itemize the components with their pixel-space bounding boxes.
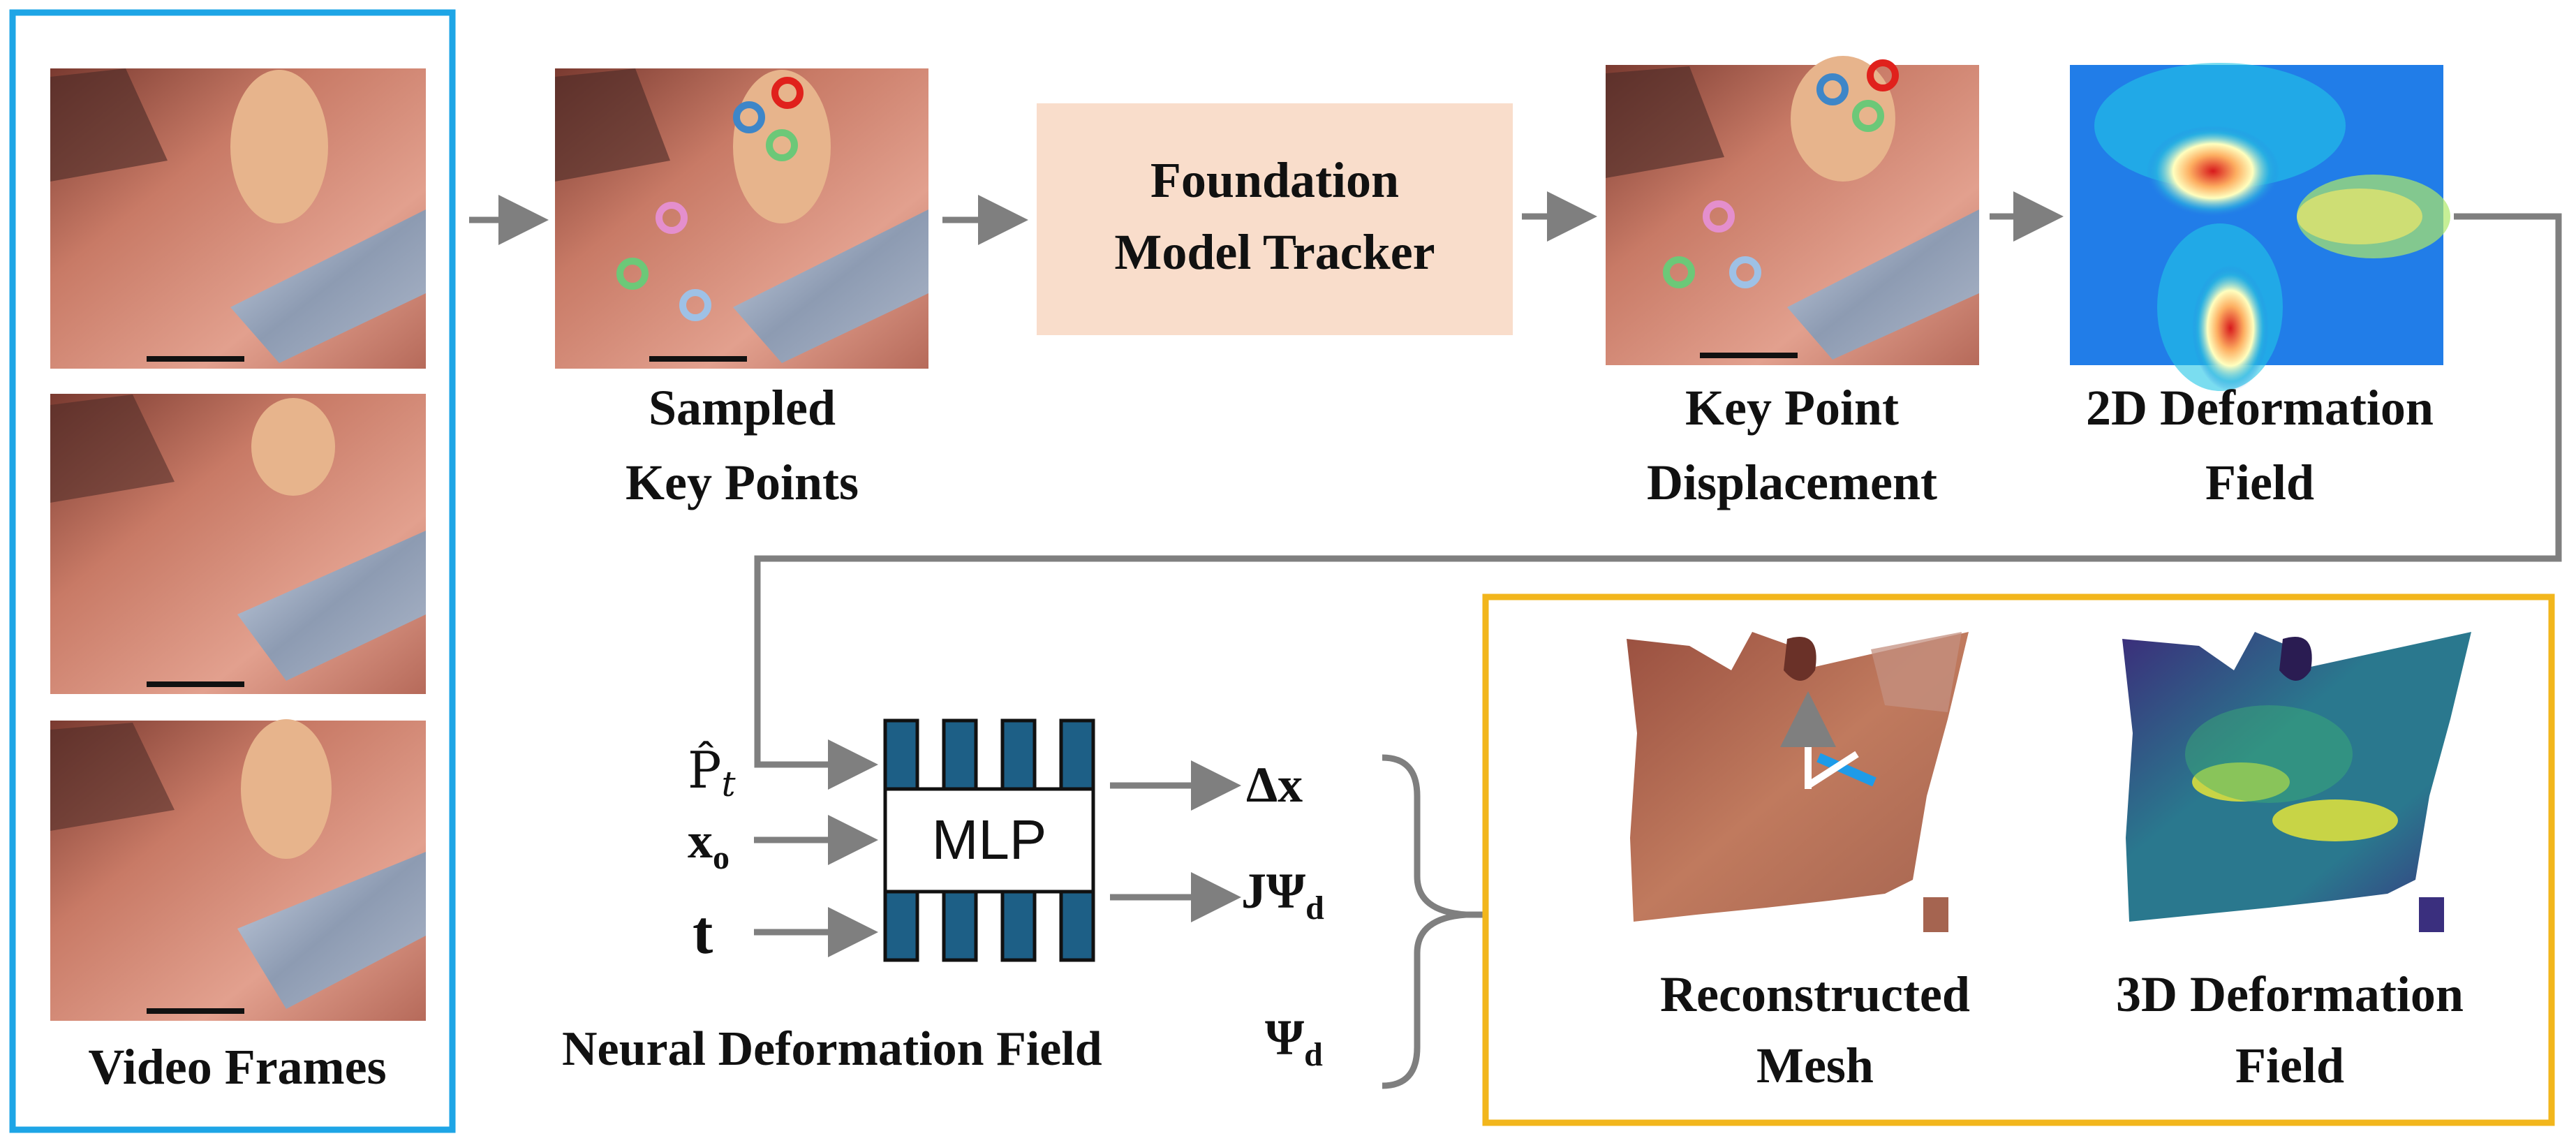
video-frames-label: Video Frames	[88, 1039, 386, 1095]
displacement-label-line2: Displacement	[1647, 455, 1937, 510]
sampled-keypoint-markers	[616, 77, 804, 321]
foundation-tracker-box: Foundation Model Tracker	[1037, 103, 1513, 335]
field2d-heatmap	[2070, 63, 2450, 391]
neural-field-psi: Ψd	[1265, 1010, 1323, 1073]
keypoint-green	[766, 129, 798, 161]
keypoint-lightblue	[679, 289, 711, 321]
field3d-label-line2: Field	[2235, 1038, 2344, 1093]
sampled-keypoints-label-line2: Key Points	[626, 455, 859, 510]
video-frame-2	[50, 394, 426, 694]
neural-field-caption: Neural Deformation Field Ψd	[562, 1010, 1323, 1076]
field3d-image	[2122, 632, 2471, 932]
mlp-inputs: P̂t xo t	[688, 740, 878, 967]
reconstructed-mesh-image	[1627, 632, 1969, 932]
keypoint-pink	[656, 202, 688, 234]
displaced-keypoint-markers	[1663, 59, 1899, 288]
mlp-bar-bottom-2	[942, 888, 978, 962]
output-jpsi: JΨd	[1241, 863, 1324, 927]
mesh-label-line1: Reconstructed	[1660, 966, 1970, 1022]
displaced-keypoint-blue	[1816, 73, 1849, 105]
tracker-label-line2: Model Tracker	[1114, 224, 1435, 280]
output-panel-border	[1482, 593, 2555, 1126]
field2d-panel: 2D Deformation Field	[2070, 63, 2450, 510]
keypoint-green-2	[616, 258, 649, 290]
mlp-block: MLP	[883, 718, 1095, 962]
sampled-keypoints-image	[555, 68, 928, 369]
mlp-outputs: Δx JΨd	[1110, 757, 1324, 927]
output-dx: Δx	[1246, 757, 1303, 813]
displaced-keypoint-pink	[1703, 200, 1735, 233]
mesh-blue-arrow	[1816, 753, 1877, 787]
mlp-bar-bottom-3	[1000, 888, 1037, 962]
output-panel: Reconstructed Mesh 3D Deformation Field	[1482, 593, 2555, 1126]
tracker-label-line1: Foundation	[1150, 152, 1399, 208]
video-frames-border	[9, 9, 456, 1133]
sampled-keypoints-panel: Sampled Key Points	[555, 68, 928, 510]
field3d-label-line1: 3D Deformation	[2116, 966, 2464, 1022]
displaced-keypoint-green-2	[1663, 256, 1695, 288]
input-t: t	[693, 899, 713, 967]
displaced-keypoint-lightblue	[1729, 256, 1761, 288]
keypoint-red	[771, 77, 804, 109]
mlp-bar-top-3	[1000, 718, 1037, 792]
input-x-o: xo	[688, 813, 730, 876]
displacement-image	[1606, 56, 1979, 365]
mlp-bar-top-2	[942, 718, 978, 792]
mlp-core-box	[883, 787, 1095, 894]
displacement-panel: Key Point Displacement	[1606, 56, 1979, 510]
keypoint-blue	[733, 101, 765, 133]
displaced-keypoint-green	[1852, 100, 1884, 132]
mlp-label: MLP	[932, 809, 1047, 871]
video-frame-1	[50, 68, 426, 369]
displacement-label-line1: Key Point	[1685, 380, 1899, 436]
connector-2d-field-to-mlp	[754, 213, 2562, 790]
field2d-label-line1: 2D Deformation	[2086, 380, 2434, 436]
output-brace	[1382, 754, 1467, 1089]
mesh-label-line2: Mesh	[1756, 1038, 1874, 1093]
neural-field-label: Neural Deformation Field	[562, 1022, 1102, 1076]
mlp-bar-top-4	[1059, 718, 1095, 792]
mlp-bar-bottom-4	[1059, 888, 1095, 962]
video-frames-panel: Video Frames	[9, 9, 456, 1133]
field2d-label-line2: Field	[2205, 455, 2314, 510]
input-p-hat: P̂t	[688, 740, 736, 804]
sampled-keypoints-label-line1: Sampled	[649, 380, 836, 436]
mlp-bar-bottom-1	[883, 888, 919, 962]
video-frame-3	[50, 719, 426, 1021]
mesh-white-arrow-diag	[1806, 751, 1859, 789]
displaced-keypoint-red	[1867, 59, 1899, 91]
mlp-bar-top-1	[883, 718, 919, 792]
